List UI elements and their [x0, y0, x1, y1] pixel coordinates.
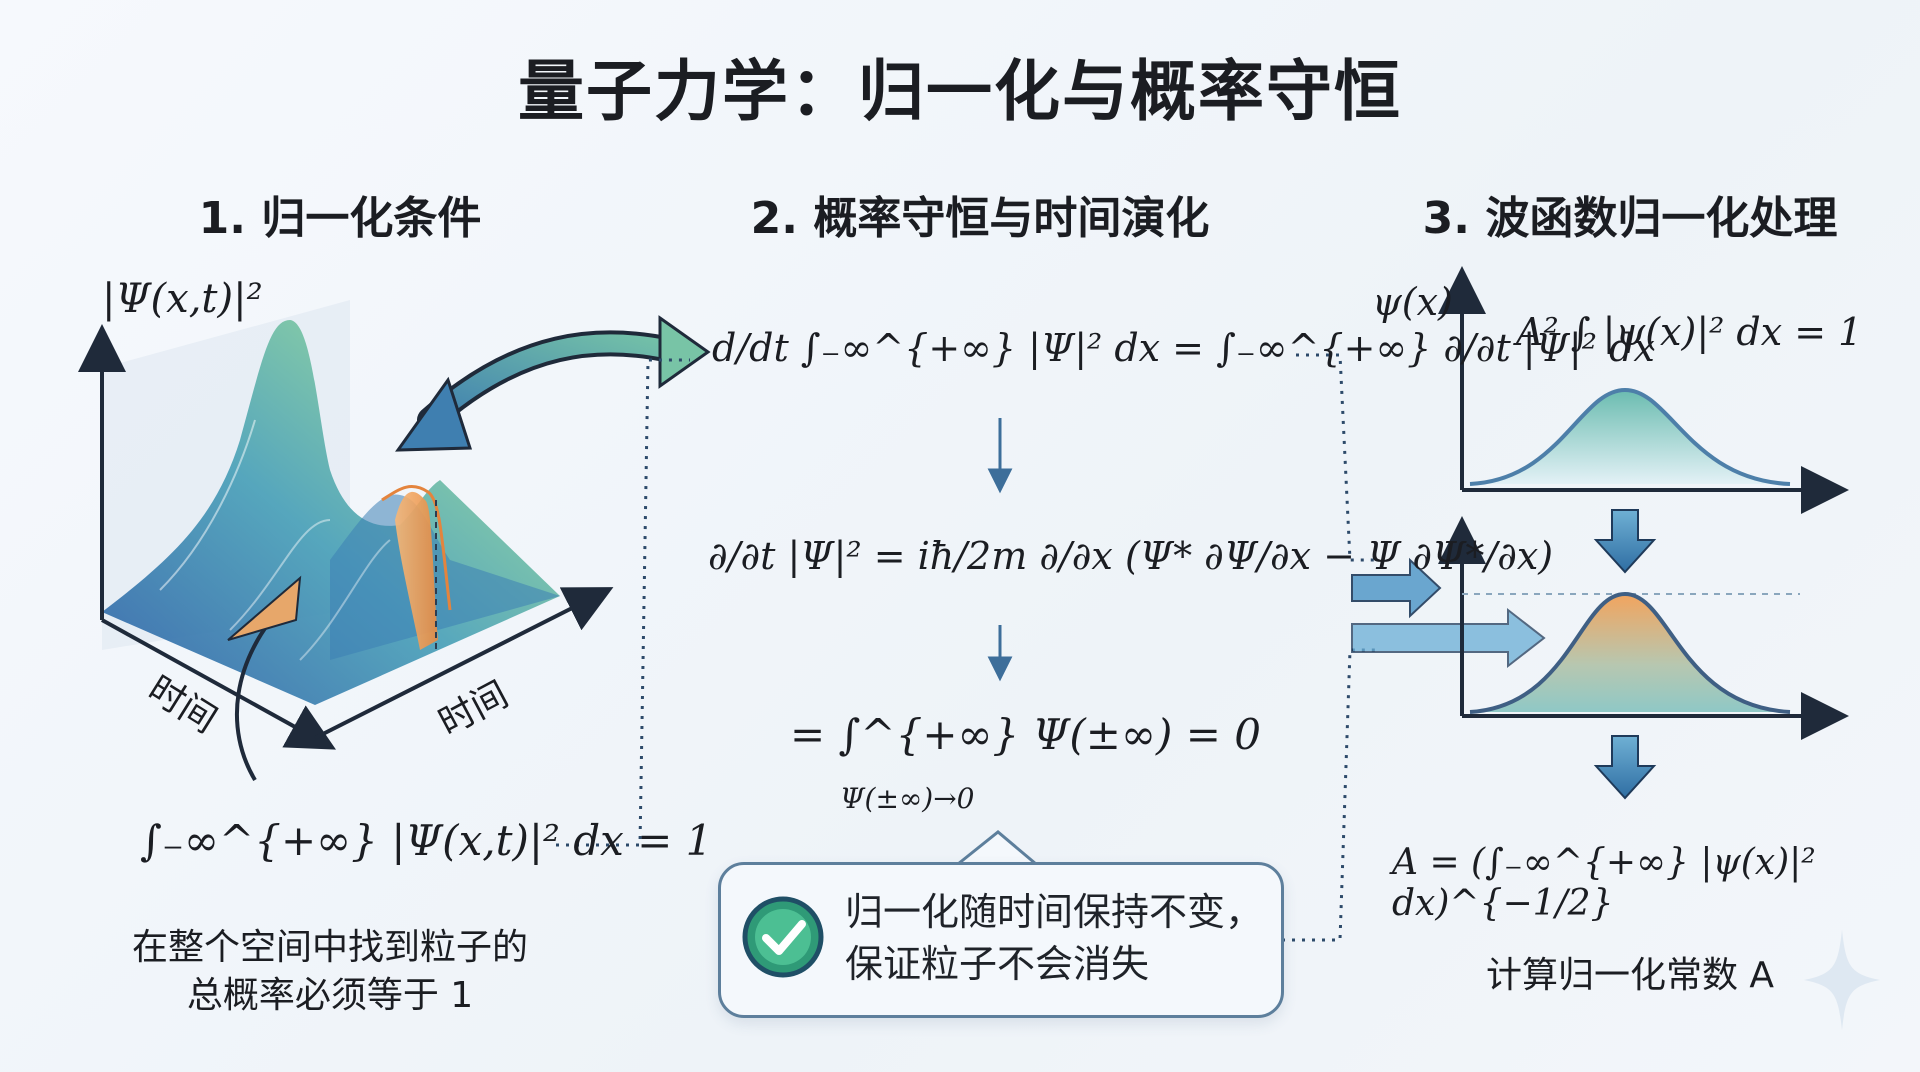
panel2-equation-1: d/dt ∫₋∞^{+∞} |Ψ|² dx = ∫₋∞^{+∞} ∂/∂t |Ψ… [712, 326, 1655, 370]
sparkle-icon [1804, 930, 1880, 1030]
panel3-top-equation: A² ∫ |ψ(x)|² dx = 1 [1516, 310, 1863, 354]
panel3-arrows [1351, 509, 1657, 800]
double-arrow-icon [395, 315, 711, 452]
section-heading-1: 1. 归一化条件 [198, 193, 482, 244]
panel1-caption-line1: 在整个空间中找到粒子的 [131, 927, 528, 968]
panel2-equation-3: = ∫^{+∞} Ψ(±∞) = 0 [790, 710, 1261, 759]
page-title: 量子力学：归一化与概率守恒 [518, 53, 1402, 130]
panel1-y-axis-label: |Ψ(x,t)|² [102, 276, 263, 322]
panel3-normalization-constant-equation: A = (∫₋∞^{+∞} |ψ(x)|² dx)^{−1/2} [1392, 842, 1816, 924]
panel3-normalized-plot [1438, 516, 1849, 740]
callout-pointer [957, 830, 1037, 866]
check-circle-icon [742, 896, 824, 978]
panel2-down-arrows [987, 418, 1013, 682]
section-heading-3: 3. 波函数归一化处理 [1422, 193, 1838, 244]
panel3-y-axis-label: ψ(x) [1372, 280, 1453, 324]
panel2-equation-3-subscript: Ψ(±∞)→0 [840, 782, 975, 815]
callout-text-line2: 保证粒子不会消失 [845, 942, 1150, 986]
panel2-equation-2: ∂/∂t |Ψ|² = iħ/2m ∂/∂x (Ψ* ∂Ψ/∂x − Ψ ∂Ψ*… [708, 534, 1554, 578]
panel1-normalization-equation: ∫₋∞^{+∞} |Ψ(x,t)|² dx = 1 [140, 816, 713, 865]
panel1-caption-line2: 总概率必须等于 1 [186, 975, 474, 1016]
panel3-caption: 计算归一化常数 A [1485, 955, 1775, 996]
panel3-top-plot [1438, 266, 1849, 514]
panel1-surface-plot [78, 300, 614, 782]
section-heading-2: 2. 概率守恒与时间演化 [750, 193, 1210, 244]
callout-text-line1: 归一化随时间保持不变， [845, 890, 1264, 934]
